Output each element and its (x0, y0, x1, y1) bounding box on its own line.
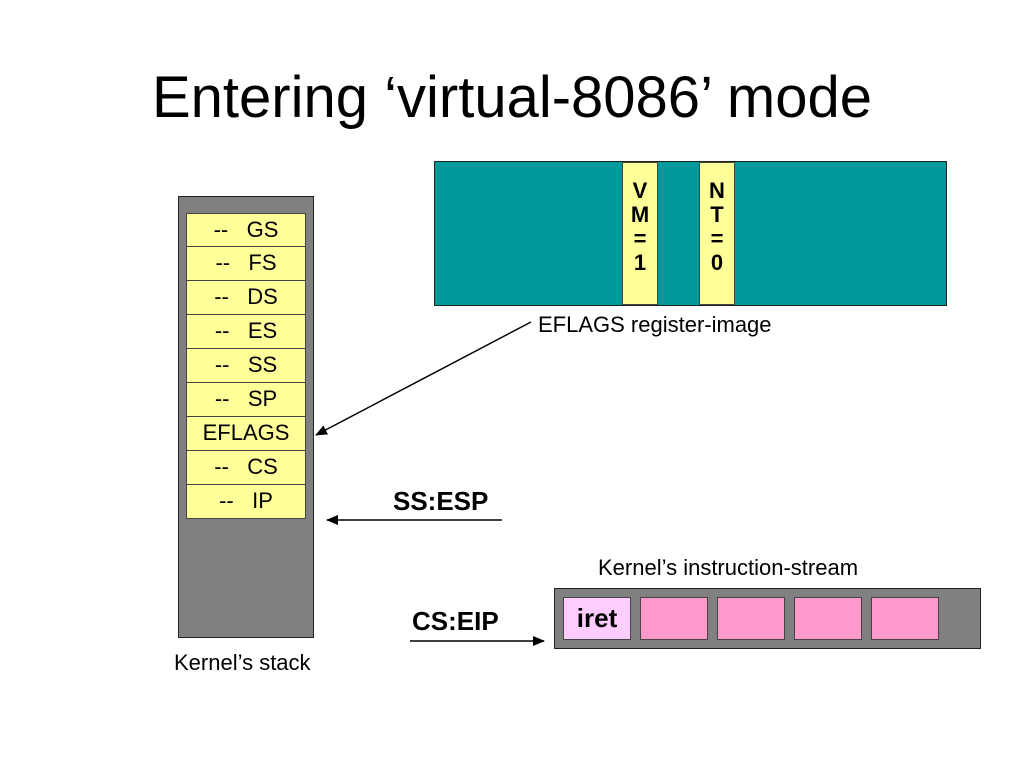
stack-cell-gs: -- GS (186, 213, 306, 247)
stack-cell-ds: -- DS (186, 281, 306, 315)
instruction-slot (871, 597, 939, 640)
instruction-slot (794, 597, 862, 640)
cs-eip-label: CS:EIP (412, 606, 499, 636)
eflags-caption: EFLAGS register-image (538, 312, 772, 337)
kernel-stack-cells: -- GS -- FS -- DS -- ES -- SS -- SP EFLA… (186, 213, 306, 519)
vm-bit-char: V (632, 178, 648, 203)
page-title: Entering ‘virtual-8086’ mode (151, 65, 872, 130)
stack-cell-es: -- ES (186, 315, 306, 349)
vm-bit-char: M (630, 202, 650, 227)
vm-bit-char: = (633, 226, 647, 251)
ss-esp-label: SS:ESP (393, 486, 489, 516)
stack-cell-ip: -- IP (186, 485, 306, 519)
nt-bit-char: N (709, 178, 725, 203)
kernel-stack-caption: Kernel’s stack (174, 650, 311, 675)
stack-cell-fs: -- FS (186, 247, 306, 281)
instruction-stream-caption: Kernel’s instruction-stream (598, 555, 859, 580)
stack-cell-ss: -- SS (186, 349, 306, 383)
nt-bit-char: T (710, 202, 724, 227)
iret-instruction: iret (563, 597, 631, 640)
vm-bit: V M = 1 (622, 162, 658, 305)
stack-cell-sp: -- SP (186, 383, 306, 417)
nt-bit-char: = (710, 226, 724, 251)
nt-bit-char: 0 (710, 250, 724, 275)
vm-bit-char: 1 (633, 250, 647, 275)
stack-cell-cs: -- CS (186, 451, 306, 485)
nt-bit: N T = 0 (699, 162, 735, 305)
instruction-slot (717, 597, 785, 640)
eflags-register-image (434, 161, 947, 306)
stack-cell-eflags: EFLAGS (186, 417, 306, 451)
eflags-arrow (315, 321, 532, 436)
instruction-slot (640, 597, 708, 640)
